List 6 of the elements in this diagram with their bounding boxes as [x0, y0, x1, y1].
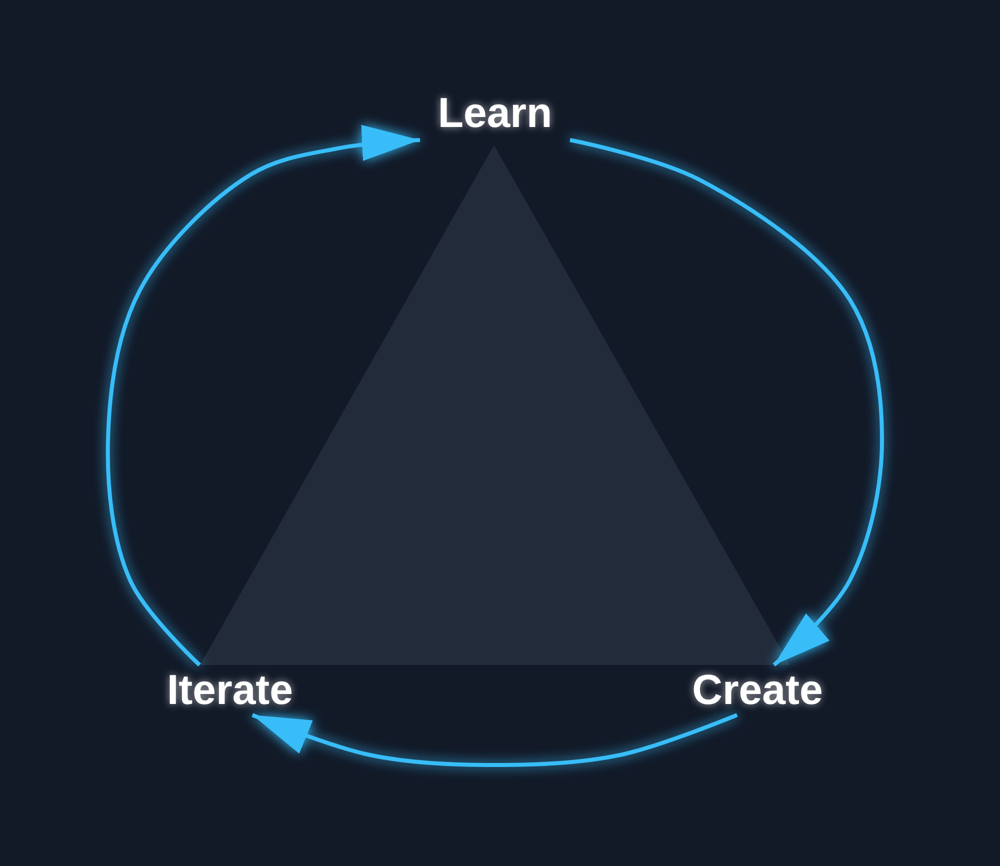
cycle-arrow	[106, 125, 420, 666]
stage-label: Learn	[438, 88, 552, 136]
cycle-arrow	[252, 713, 738, 767]
stage-label: Iterate	[166, 666, 294, 714]
stage-label: Create	[692, 666, 823, 714]
cycle-arrow	[570, 138, 884, 666]
